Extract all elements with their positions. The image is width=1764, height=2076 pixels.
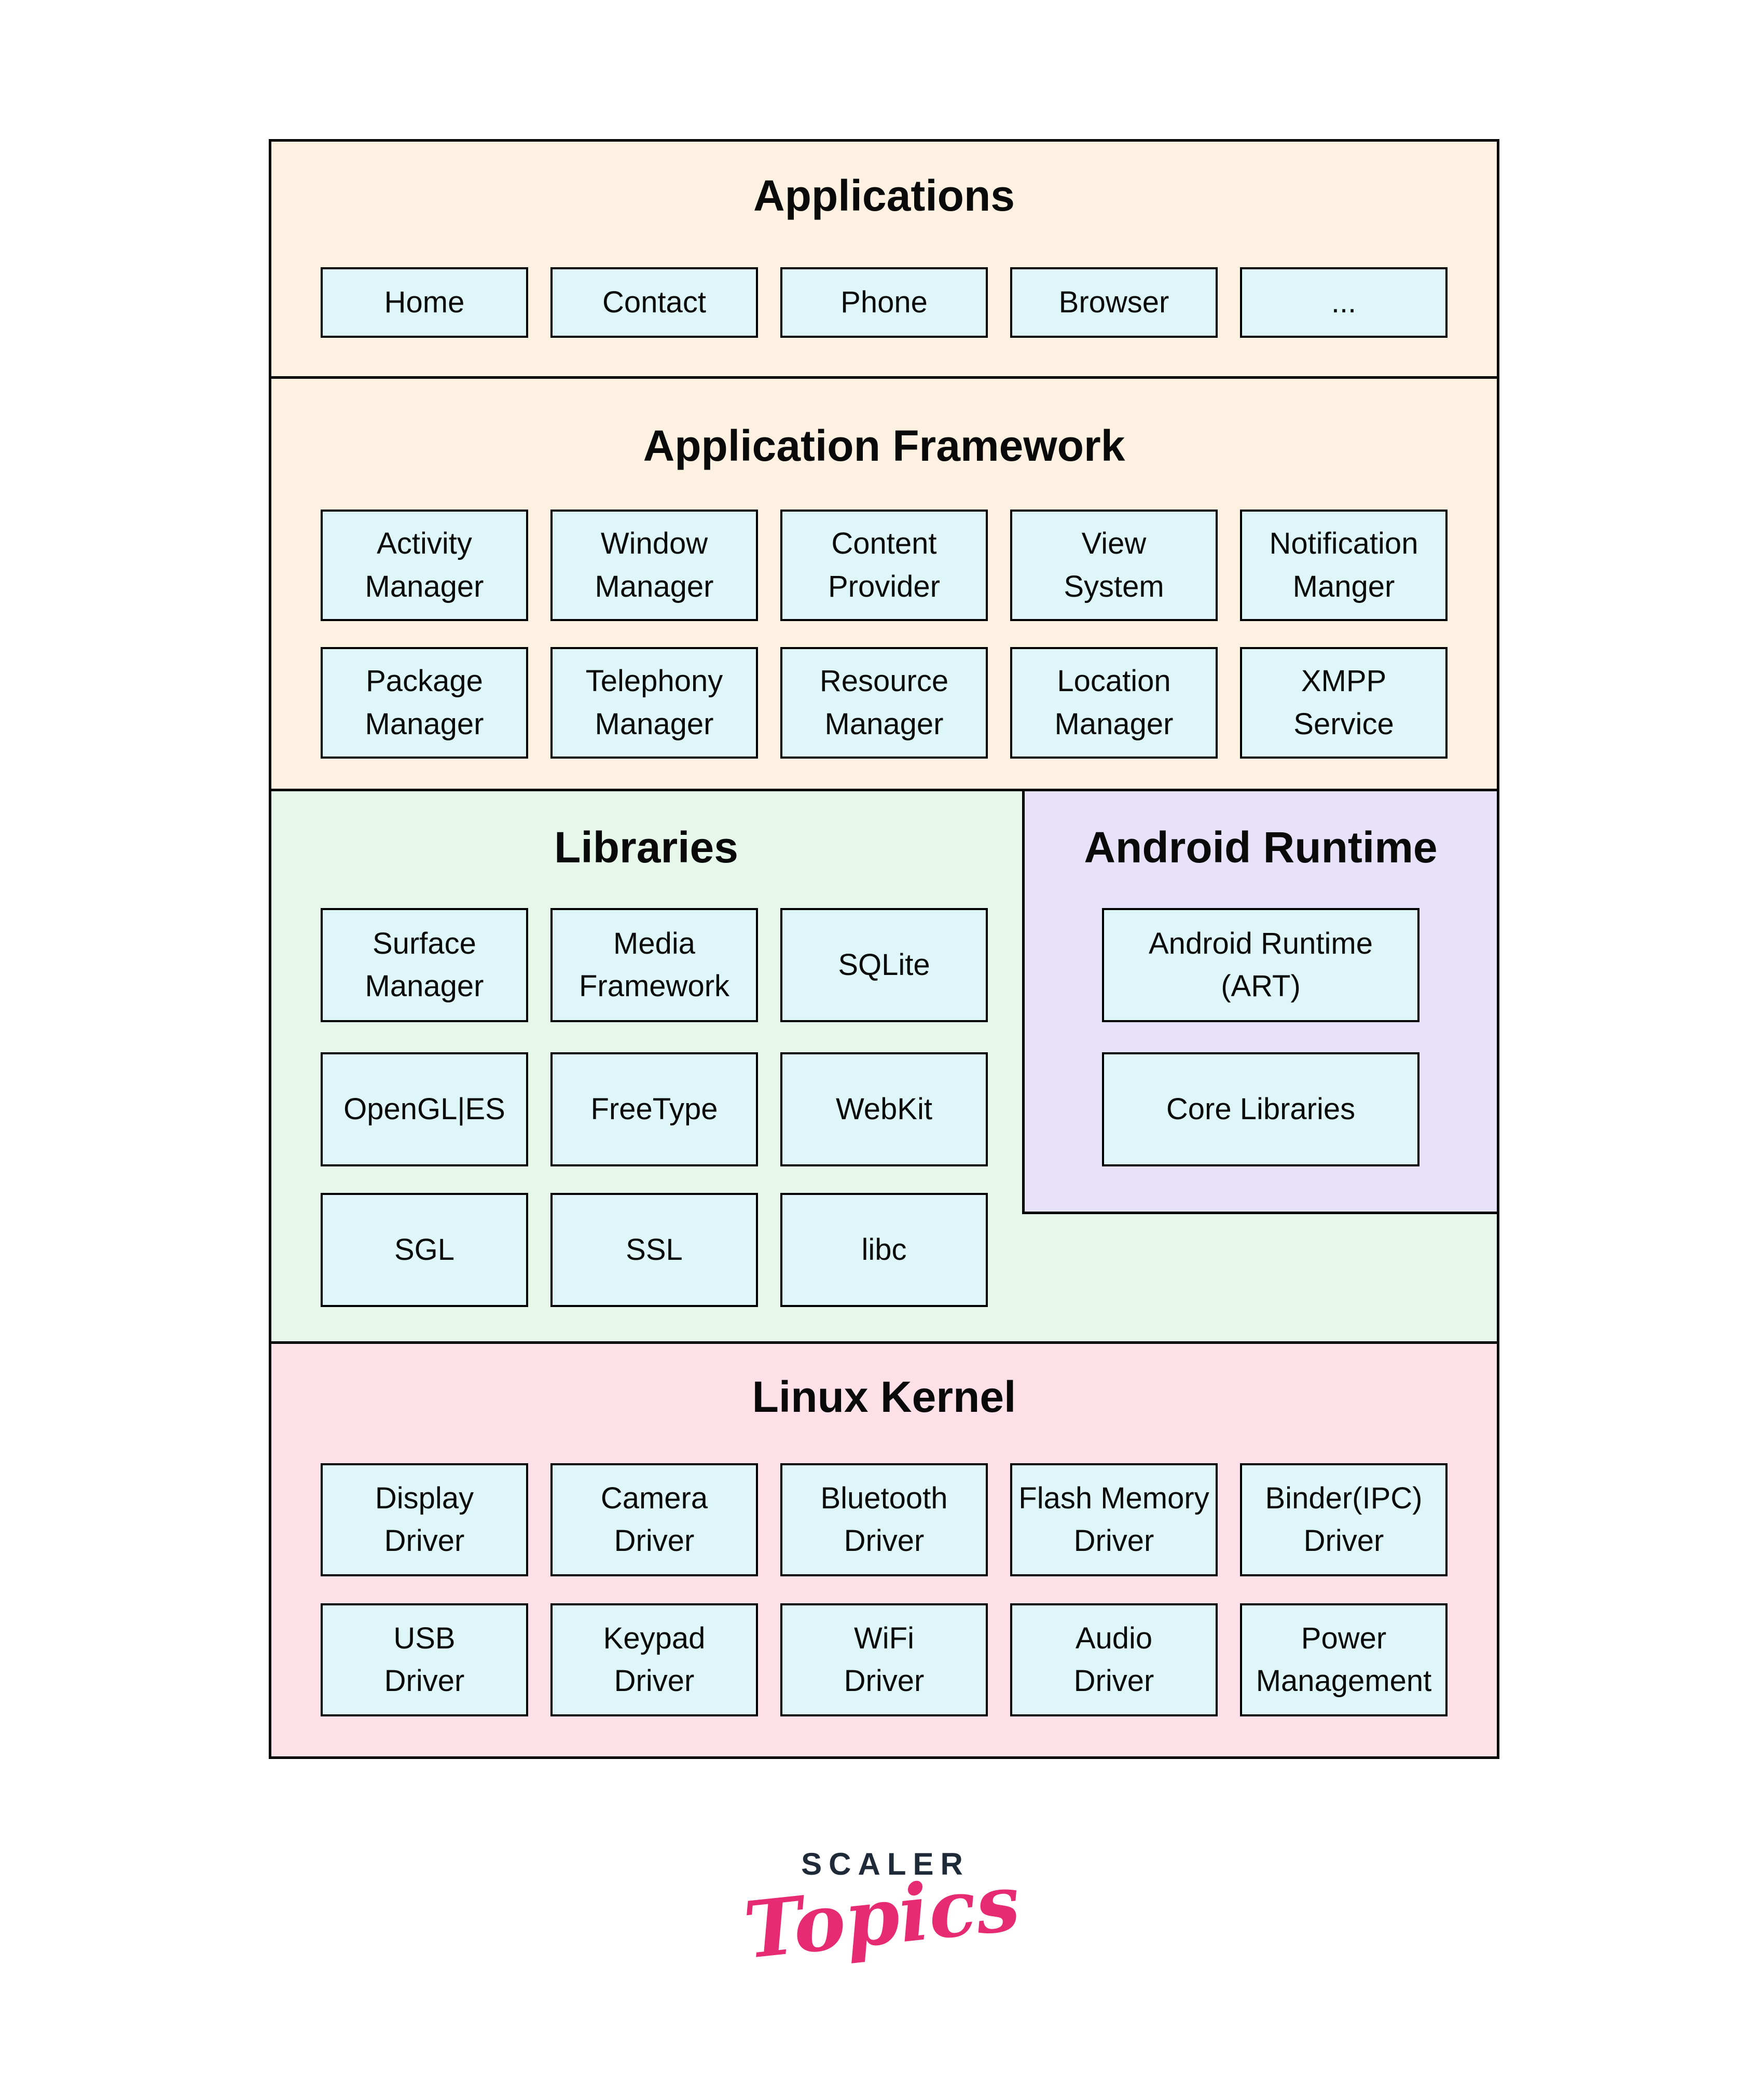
box-bluetooth-driver: Bluetooth Driver [780, 1463, 988, 1576]
android-runtime-layer: Android Runtime Android Runtime (ART) Co… [1022, 789, 1499, 1214]
box-surface-manager: Surface Manager [321, 908, 528, 1022]
box-libc: libc [780, 1193, 988, 1307]
box-freetype: FreeType [550, 1052, 758, 1166]
box-resource-manager: Resource Manager [780, 647, 988, 759]
kernel-box-row-1: Display Driver Camera Driver Bluetooth D… [321, 1463, 1448, 1576]
box-contact: Contact [550, 267, 758, 338]
box-webkit: WebKit [780, 1052, 988, 1166]
box-opengl-es: OpenGL|ES [321, 1052, 528, 1166]
applications-title: Applications [753, 171, 1015, 220]
libraries-box-row-2: OpenGL|ES FreeType WebKit [321, 1052, 988, 1166]
box-content-provider: Content Provider [780, 510, 988, 621]
box-keypad-driver: Keypad Driver [550, 1603, 758, 1716]
box-location-manager: Location Manager [1010, 647, 1218, 759]
box-usb-driver: USB Driver [321, 1603, 528, 1716]
box-power-management: Power Management [1240, 1603, 1448, 1716]
libraries-title: Libraries [554, 823, 738, 872]
box-ellipsis: ... [1240, 267, 1448, 338]
scaler-brand-text: SCALER [801, 1847, 970, 1881]
box-sqlite: SQLite [780, 908, 988, 1022]
box-browser: Browser [1010, 267, 1218, 338]
libraries-box-row-1: Surface Manager Media Framework SQLite [321, 908, 988, 1022]
box-activity-manager: Activity Manager [321, 510, 528, 621]
libraries-box-row-3: SGL SSL libc [321, 1193, 988, 1307]
box-sgl: SGL [321, 1193, 528, 1307]
box-flash-memory-driver: Flash Memory Driver [1010, 1463, 1218, 1576]
box-telephony-manager: Telephony Manager [550, 647, 758, 759]
box-media-framework: Media Framework [550, 908, 758, 1022]
box-window-manager: Window Manager [550, 510, 758, 621]
kernel-box-row-2: USB Driver Keypad Driver WiFi Driver Aud… [321, 1603, 1448, 1716]
box-ssl: SSL [550, 1193, 758, 1307]
application-framework-title: Application Framework [643, 421, 1125, 470]
scaler-topics-logo: SCALER Topics [0, 1847, 1764, 1977]
linux-kernel-title: Linux Kernel [752, 1372, 1016, 1421]
box-core-libraries: Core Libraries [1102, 1052, 1420, 1166]
box-xmpp-service: XMPP Service [1240, 647, 1448, 759]
box-android-runtime-art: Android Runtime (ART) [1102, 908, 1420, 1022]
box-audio-driver: Audio Driver [1010, 1603, 1218, 1716]
box-phone: Phone [780, 267, 988, 338]
applications-layer: Applications Home Contact Phone Browser … [269, 139, 1499, 379]
topics-script-text: Topics [740, 1857, 1024, 1977]
framework-box-row-2: Package Manager Telephony Manager Resour… [321, 647, 1448, 759]
box-package-manager: Package Manager [321, 647, 528, 759]
box-notification-manager: Notification Manger [1240, 510, 1448, 621]
box-view-system: View System [1010, 510, 1218, 621]
box-home: Home [321, 267, 528, 338]
android-runtime-title: Android Runtime [1084, 823, 1438, 872]
framework-box-row-1: Activity Manager Window Manager Content … [321, 510, 1448, 621]
applications-box-row: Home Contact Phone Browser ... [321, 267, 1448, 338]
application-framework-layer: Application Framework Activity Manager W… [269, 376, 1499, 791]
box-camera-driver: Camera Driver [550, 1463, 758, 1576]
box-wifi-driver: WiFi Driver [780, 1603, 988, 1716]
box-display-driver: Display Driver [321, 1463, 528, 1576]
linux-kernel-layer: Linux Kernel Display Driver Camera Drive… [269, 1341, 1499, 1759]
box-binder-ipc-driver: Binder(IPC) Driver [1240, 1463, 1448, 1576]
